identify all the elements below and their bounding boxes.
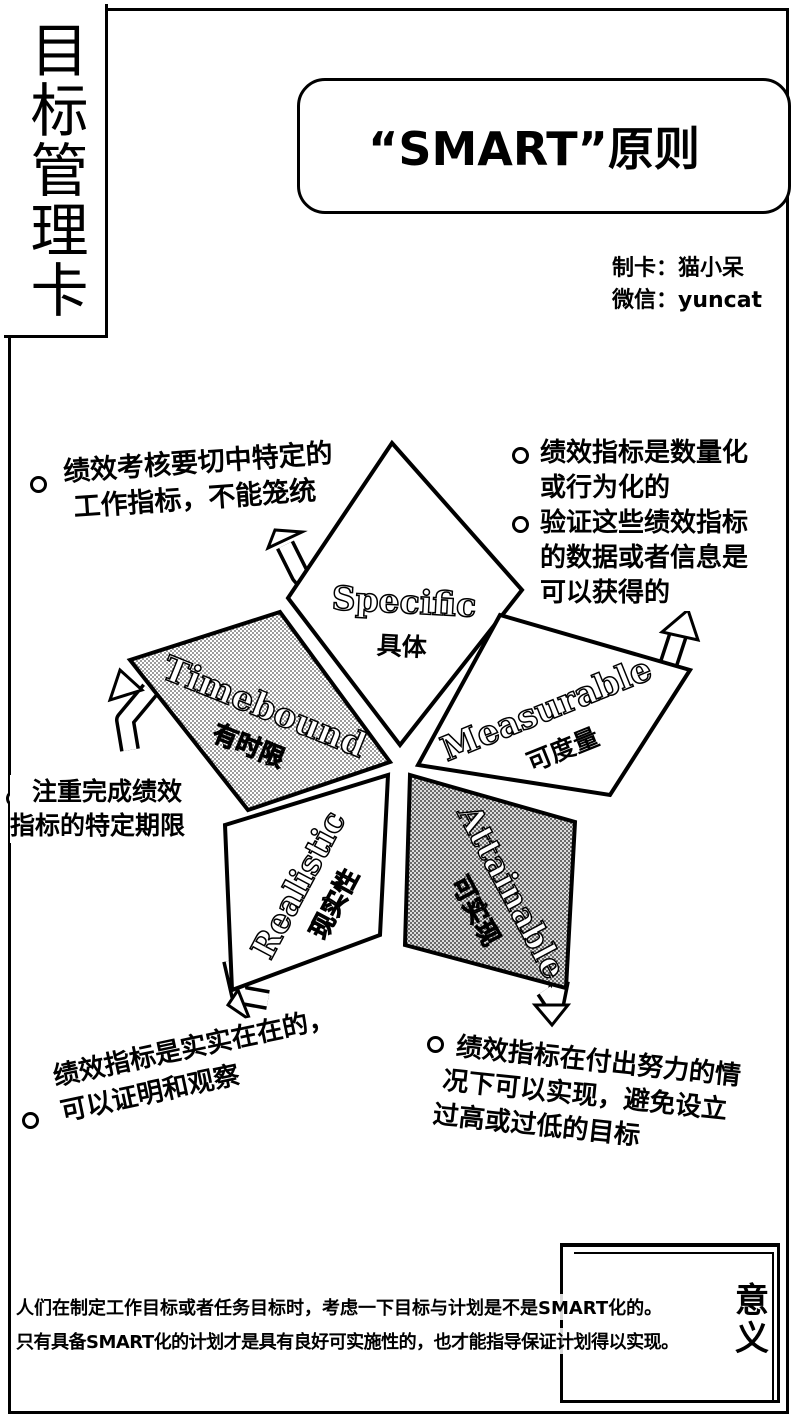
bullet-icon: [427, 1036, 444, 1053]
page-title: “SMART”原则: [368, 122, 700, 176]
meaning-line2: 只有具备SMART化的计划才是具有良好可实施性的，也才能指导保证计划得以实现。: [16, 1328, 679, 1354]
bullet-icon: [512, 447, 529, 464]
vertical-title-text: 目标管理卡: [20, 19, 89, 320]
petal-attainable: [402, 772, 578, 991]
note-timebound: 注重完成绩效 指标的特定期限: [10, 775, 186, 843]
note-measurable-a-line1: 绩效指标是数量化: [540, 438, 749, 468]
petal-specific-label: Specific 具体: [316, 578, 490, 668]
meaning-label: 意义: [732, 1282, 772, 1358]
meaning-line1: 人们在制定工作目标或者任务目标时，考虑一下目标与计划是不是SMART化的。: [16, 1294, 663, 1320]
title-box: “SMART”原则: [297, 78, 791, 214]
bullet-icon: [22, 1112, 39, 1129]
note-measurable: 绩效指标是数量化 或行为化的 验证这些绩效指标 的数据或者信息是 可以获得的: [540, 436, 749, 611]
credit-wechat: 微信：yuncat: [612, 288, 763, 313]
card-frame: [8, 8, 789, 1414]
bullet-icon: [512, 516, 529, 533]
petal-specific: [285, 439, 525, 749]
note-measurable-b-line2: 的数据或者信息是: [540, 543, 749, 573]
note-timebound-line1: 注重完成绩效: [32, 777, 183, 806]
note-measurable-b-line3: 可以获得的: [540, 578, 671, 608]
note-timebound-line2: 指标的特定期限: [10, 811, 186, 840]
meaning-box: [560, 1243, 780, 1403]
note-measurable-b-line1: 验证这些绩效指标: [540, 508, 749, 538]
bullet-icon: [30, 476, 47, 493]
petal-realistic: [222, 772, 391, 993]
note-measurable-a-line2: 或行为化的: [540, 473, 671, 503]
meaning-box-inner: [574, 1252, 774, 1400]
arrow-timebound: [107, 667, 158, 752]
arrow-attainable: [531, 978, 572, 1028]
card-vertical-title: 目标管理卡: [4, 4, 108, 338]
specific-en: Specific: [330, 578, 478, 626]
credit-block: 制卡：猫小呆 微信：yuncat: [612, 253, 762, 317]
petal-measurable: [414, 612, 694, 798]
petal-timebound: [126, 609, 394, 813]
credit-author: 制卡：猫小呆: [612, 256, 745, 281]
